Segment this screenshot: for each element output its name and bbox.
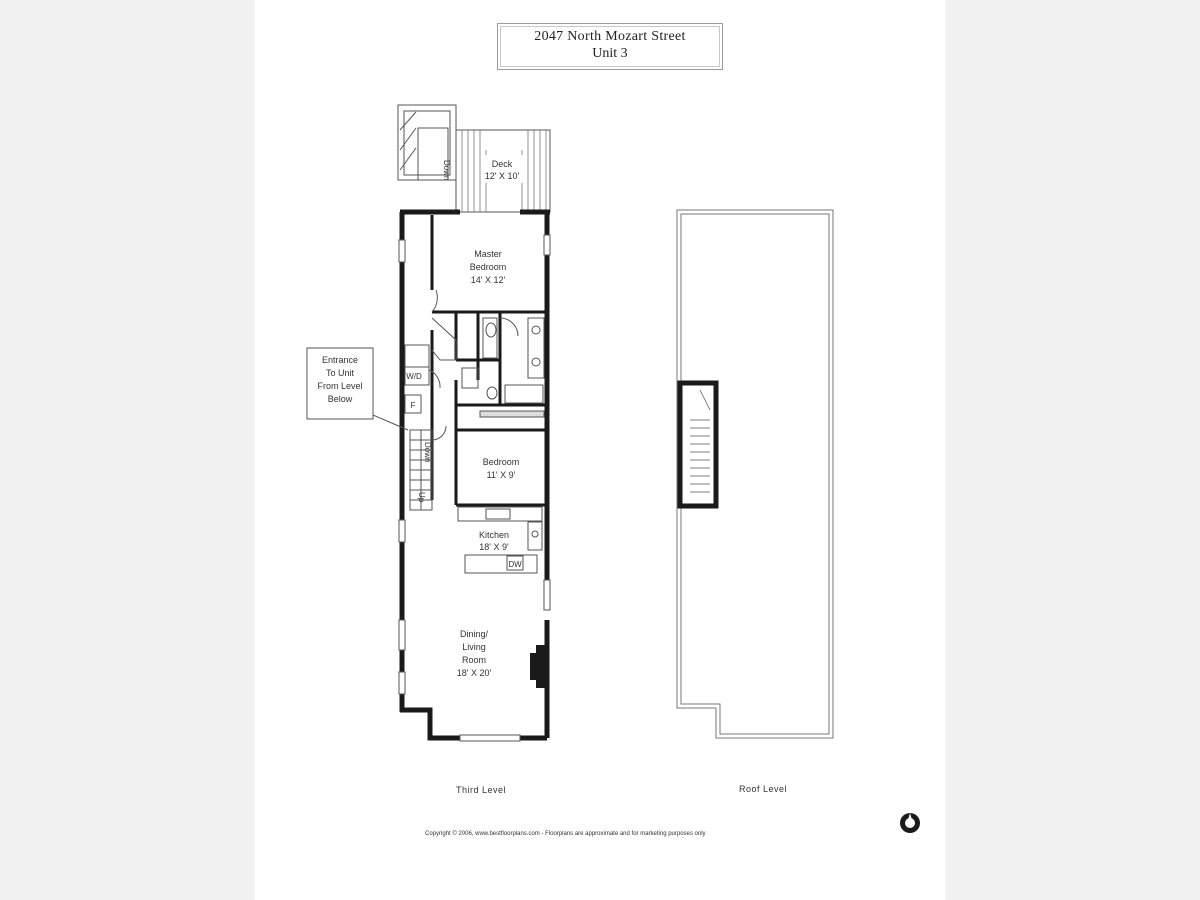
roof-level-label: Roof Level: [739, 784, 788, 794]
deck-area: [455, 129, 551, 213]
entrance-line-4: Below: [328, 394, 353, 404]
deck-size: 12' X 10': [485, 171, 520, 181]
title-address: 2047 North Mozart Street: [534, 29, 686, 44]
dining-living-name-3: Room: [462, 655, 486, 665]
wd-label: W/D: [406, 372, 422, 381]
dining-living-size: 18' X 20': [457, 668, 492, 678]
title-box: 2047 North Mozart Street Unit 3: [497, 23, 723, 70]
roof-level-outline: [676, 209, 834, 739]
kitchen-name: Kitchen: [479, 530, 509, 540]
utility-closets: [404, 344, 441, 414]
dining-living-name-2: Living: [462, 642, 486, 652]
stair-down-label-mid: Down: [423, 442, 432, 462]
interior-walls: [430, 215, 547, 507]
floorplan-sheet: [255, 0, 945, 900]
bedroom-name: Bedroom: [483, 457, 520, 467]
dw-label: DW: [508, 560, 522, 569]
f-label: F: [411, 401, 416, 410]
bedroom-size: 11' X 9': [487, 470, 516, 480]
copyright-notice: Copyright © 2006, www.bestfloorplans.com…: [425, 831, 706, 837]
bath-fixtures: [431, 289, 545, 404]
kitchen-size: 18' X 9': [479, 542, 509, 552]
entrance-callout: [306, 347, 409, 431]
north-compass-icon: [900, 813, 920, 833]
roof-stair-hatch: [677, 380, 719, 509]
fireplace: [530, 645, 547, 688]
interior-stair: [409, 425, 447, 511]
exterior-stair: [397, 104, 457, 181]
entrance-line-2: To Unit: [326, 368, 355, 378]
title-unit: Unit 3: [592, 46, 628, 61]
stair-up-label: Up: [417, 492, 426, 503]
deck-name: Deck: [492, 159, 513, 169]
master-bedroom-size: 14' X 12': [471, 275, 506, 285]
closet-shelving: [479, 410, 545, 418]
dining-living-name-1: Dining/: [460, 629, 489, 639]
master-bedroom-name-2: Bedroom: [470, 262, 507, 272]
stair-down-label-top: Down: [442, 160, 451, 180]
windows: [398, 234, 551, 742]
master-bedroom-name-1: Master: [474, 249, 502, 259]
third-level-label: Third Level: [456, 785, 507, 795]
kitchen-cabinets: [457, 506, 543, 574]
entrance-line-1: Entrance: [322, 355, 358, 365]
entrance-line-3: From Level: [317, 381, 362, 391]
